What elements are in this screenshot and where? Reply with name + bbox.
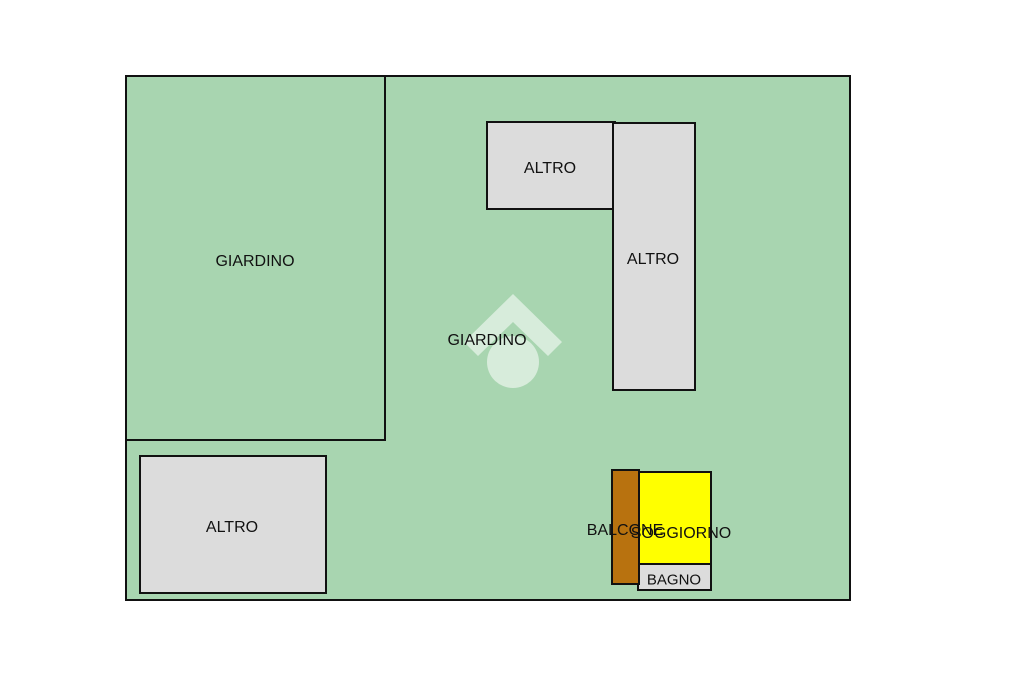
room-altro-top (486, 121, 616, 210)
room-balcone (611, 469, 640, 585)
label-altro-bottom-left: ALTRO (205, 519, 259, 536)
room-altro-bottom-left (139, 455, 327, 594)
label-giardino-main: GIARDINO (447, 332, 527, 349)
label-giardino-left: GIARDINO (215, 253, 295, 270)
label-balcone: BALCONE (586, 522, 664, 539)
room-altro-tall (612, 122, 696, 391)
label-bagno: BAGNO (646, 571, 702, 589)
room-bagno (637, 563, 712, 591)
label-altro-top: ALTRO (523, 160, 577, 177)
room-soggiorno (637, 471, 712, 566)
house-logo-icon (464, 294, 562, 388)
room-giardino-left (125, 75, 386, 441)
label-altro-tall: ALTRO (626, 251, 680, 268)
label-soggiorno: SOGGIORNO (630, 525, 732, 542)
